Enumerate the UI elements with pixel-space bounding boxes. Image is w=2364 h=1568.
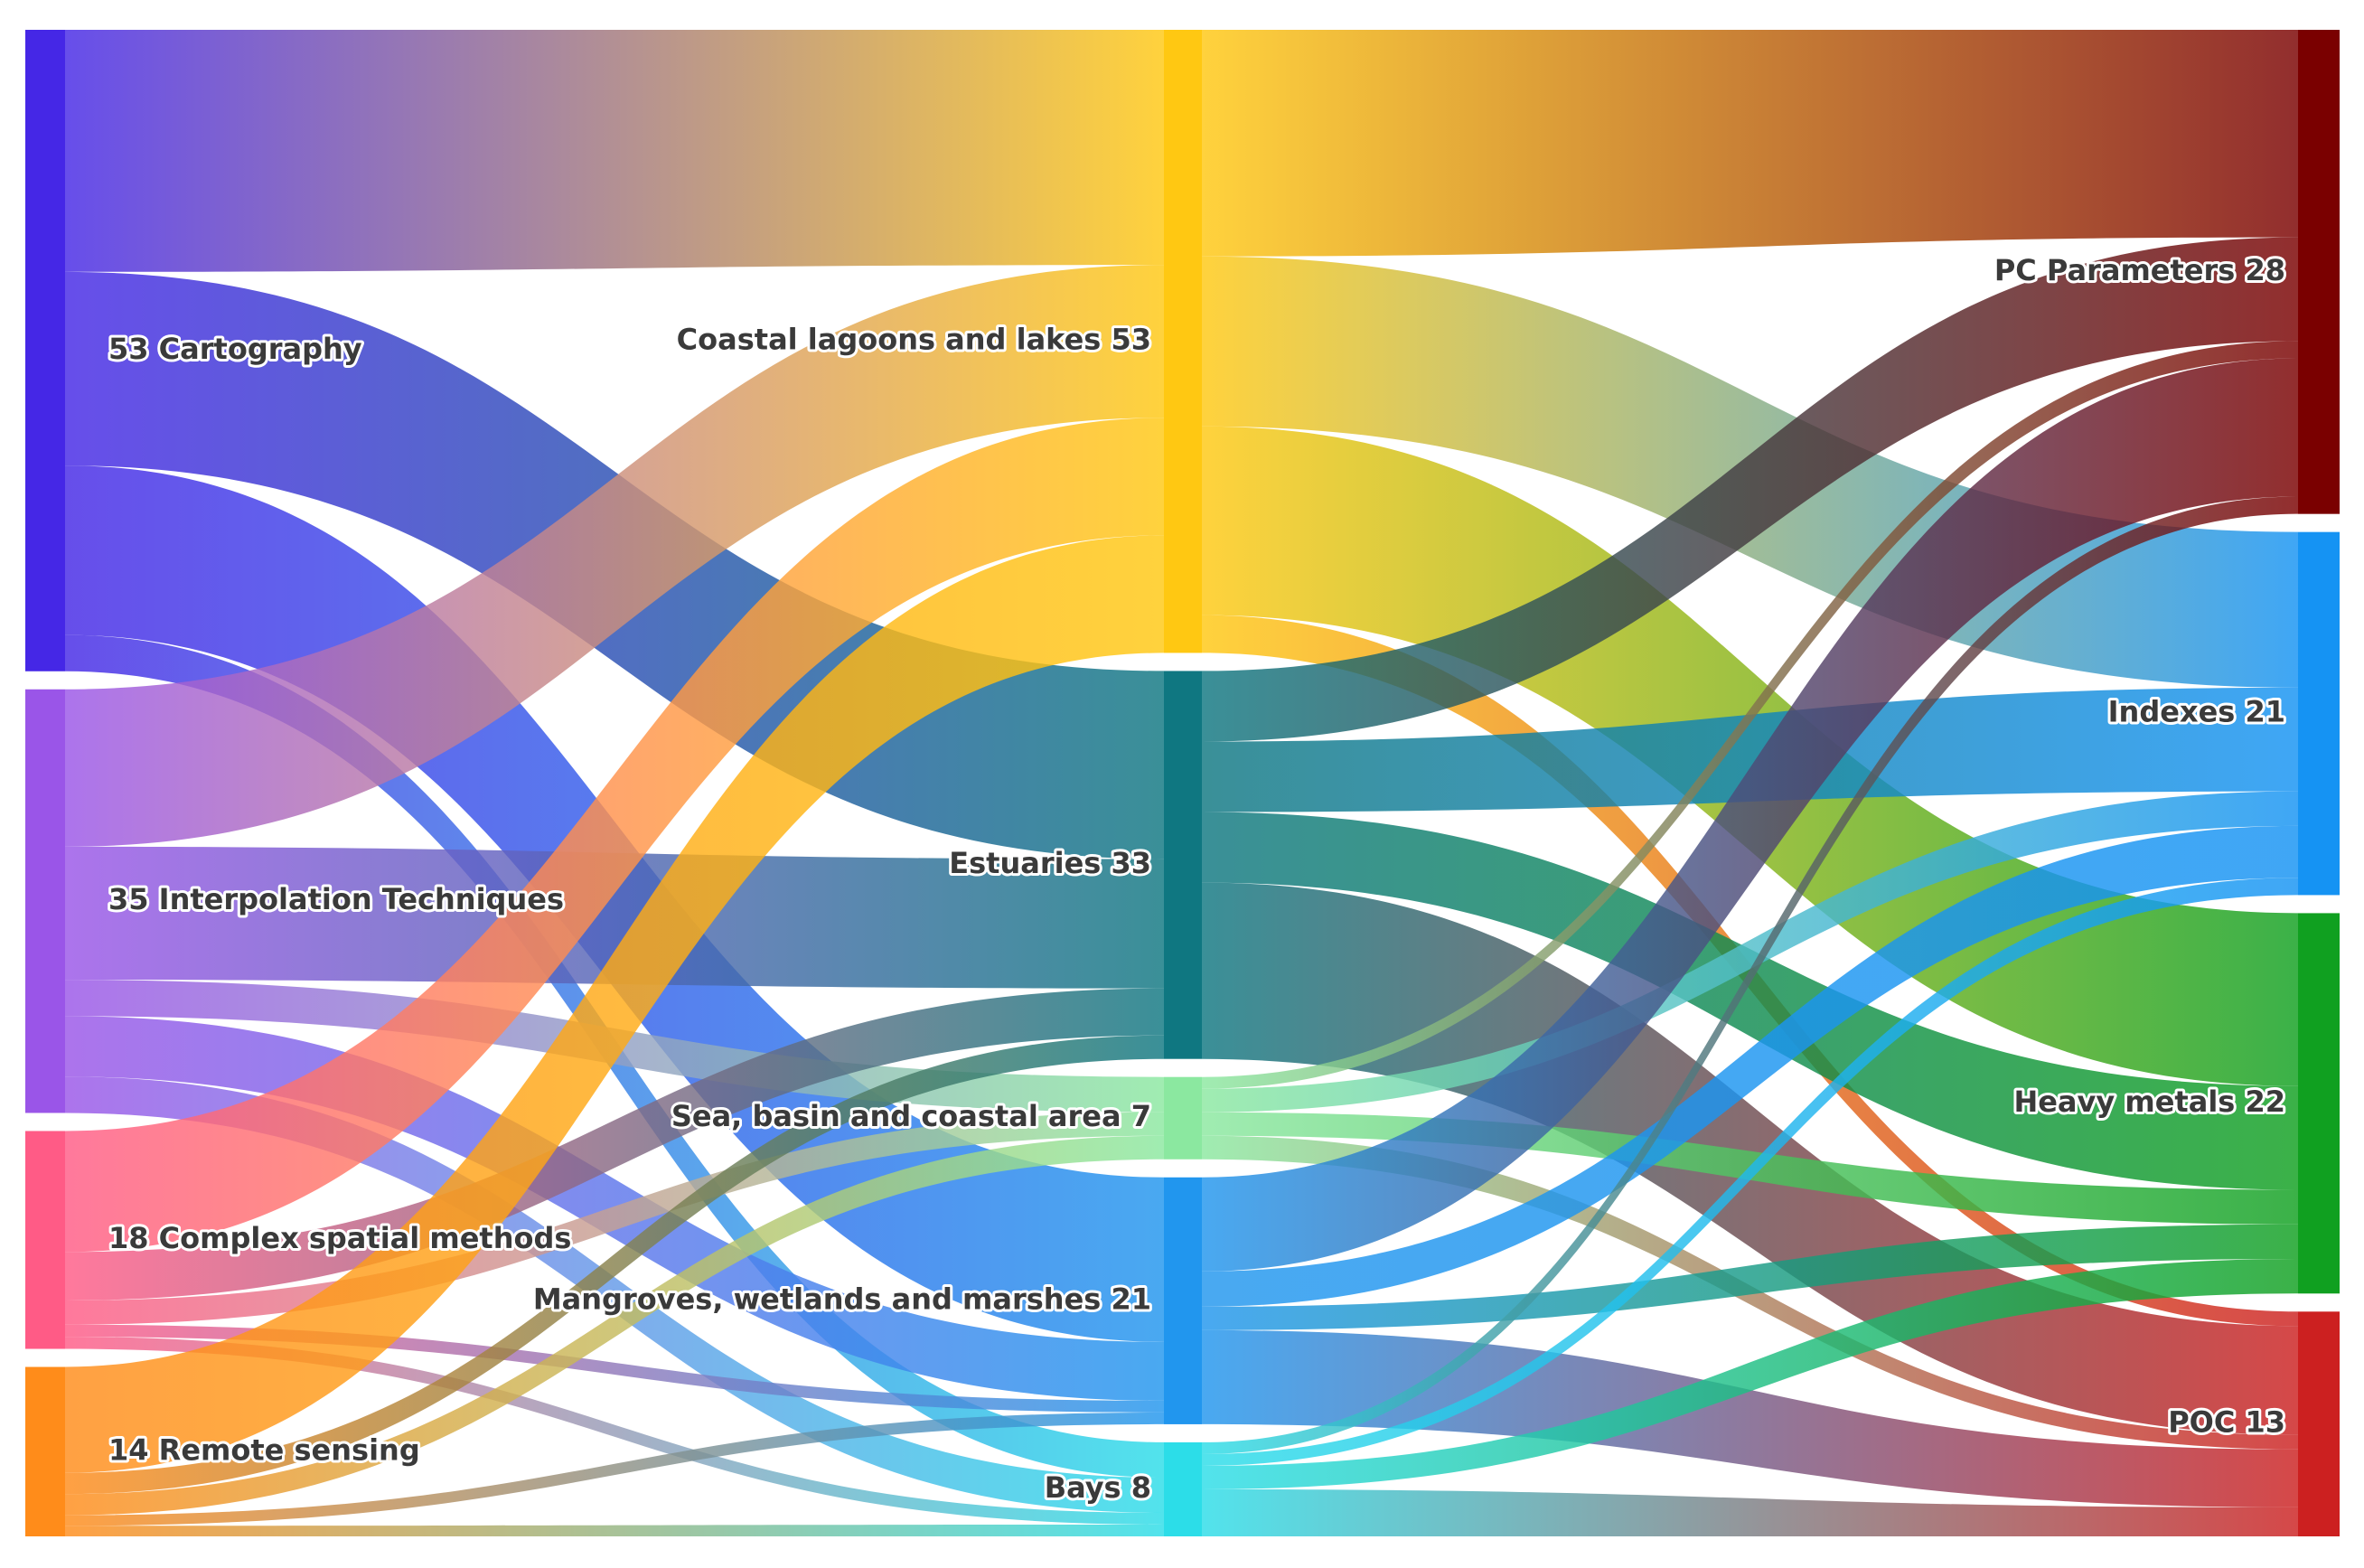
node-label-estuaries: Estuaries 33 xyxy=(949,846,1151,880)
node-bar-complex xyxy=(25,1131,65,1349)
node-bar-pc xyxy=(2298,30,2340,514)
node-bar-indexes xyxy=(2298,531,2340,896)
node-bar-bays xyxy=(1164,1441,1202,1536)
link-sea-to-indexes xyxy=(1202,791,2298,1113)
node-label-heavy: Heavy metals 22 xyxy=(2013,1084,2285,1119)
link-estuaries-to-heavy xyxy=(1202,812,2298,1190)
link-mangroves-to-poc xyxy=(1202,1329,2298,1507)
link-complex-to-sea xyxy=(65,1112,1164,1325)
node-bar-estuaries xyxy=(1164,671,1202,1059)
node-bar-cartography xyxy=(25,30,65,671)
nodes-layer xyxy=(25,30,2340,1536)
link-mangroves-to-pc xyxy=(1202,358,2298,1272)
node-label-interpolation: 35 Interpolation Techniques xyxy=(108,882,564,916)
node-label-pc: PC Parameters 28 xyxy=(1994,253,2285,287)
link-cartography-to-lagoons xyxy=(65,30,1164,272)
node-bar-heavy xyxy=(2298,913,2340,1294)
node-bar-interpolation xyxy=(25,689,65,1113)
link-remote-to-mangroves xyxy=(65,1412,1164,1526)
link-estuaries-to-pc xyxy=(1202,237,2298,742)
node-label-cartography: 53 Cartography xyxy=(108,332,362,366)
link-complex-to-bays xyxy=(65,1337,1164,1525)
link-interpolation-to-lagoons xyxy=(65,265,1164,847)
node-label-sea: Sea, basin and coastal area 7 xyxy=(671,1099,1151,1133)
link-estuaries-to-indexes xyxy=(1202,687,2298,812)
link-interpolation-to-estuaries xyxy=(65,846,1164,989)
node-bar-remote xyxy=(25,1366,65,1536)
link-bays-to-pc xyxy=(1202,496,2298,1454)
node-bar-poc xyxy=(2298,1311,2340,1536)
link-mangroves-to-indexes xyxy=(1202,825,2298,1307)
link-remote-to-sea xyxy=(65,1135,1164,1516)
node-label-complex: 18 Complex spatial methods xyxy=(108,1221,571,1255)
link-interpolation-to-bays xyxy=(65,1076,1164,1513)
node-bar-mangroves xyxy=(1164,1177,1202,1424)
link-complex-to-estuaries xyxy=(65,988,1164,1300)
link-complex-to-mangroves xyxy=(65,1324,1164,1413)
node-bar-sea xyxy=(1164,1076,1202,1160)
link-bays-to-heavy xyxy=(1202,1259,2298,1489)
link-lagoons-to-pc xyxy=(1202,30,2298,257)
node-label-bays: Bays 8 xyxy=(1045,1470,1151,1505)
link-sea-to-pc xyxy=(1202,341,2298,1089)
link-bays-to-indexes xyxy=(1202,878,2298,1466)
link-complex-to-lagoons xyxy=(65,418,1164,1253)
labels-layer: 53 Cartography 35 Interpolation Technique… xyxy=(106,250,2288,1507)
node-label-remote: 14 Remote sensing xyxy=(108,1432,420,1467)
node-label-mangroves: Mangroves, wetlands and marshes 21 xyxy=(533,1282,1151,1316)
link-remote-to-bays xyxy=(65,1524,1164,1536)
node-label-indexes: Indexes 21 xyxy=(2108,695,2285,729)
links-layer xyxy=(65,30,2298,1536)
node-label-lagoons: Coastal lagoons and lakes 53 xyxy=(677,323,1151,357)
link-bays-to-poc xyxy=(1202,1488,2298,1536)
node-bar-lagoons xyxy=(1164,30,1202,653)
link-remote-to-estuaries xyxy=(65,1035,1164,1495)
node-label-poc: POC 13 xyxy=(2168,1405,2285,1440)
link-mangroves-to-heavy xyxy=(1202,1224,2298,1330)
link-remote-to-lagoons xyxy=(65,535,1164,1473)
